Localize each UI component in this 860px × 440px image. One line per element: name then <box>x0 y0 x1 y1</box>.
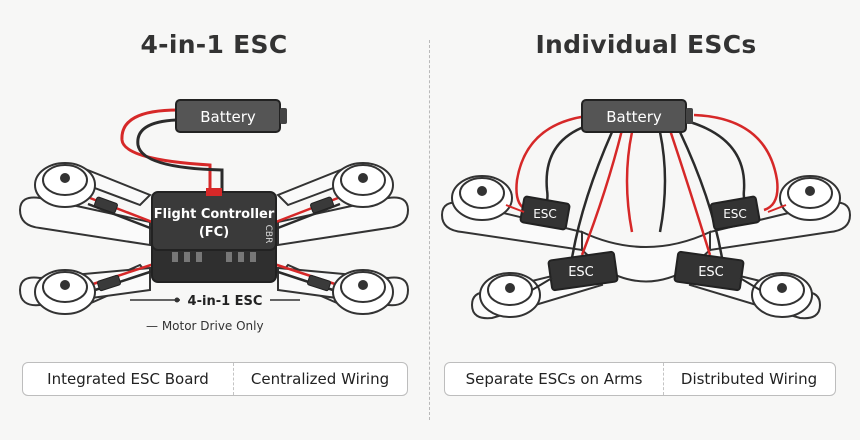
esc-front-left: ESC <box>519 195 571 231</box>
left-battery-leads <box>120 108 224 195</box>
esc-label-front-left: ESC <box>533 207 557 221</box>
left-board-stack: Flight Controller (FC) CBR <box>151 188 277 283</box>
tag-centralized-wiring: Centralized Wiring <box>233 363 406 395</box>
esc-label-rear-left: ESC <box>568 265 594 280</box>
esc-front-right: ESC <box>709 195 761 231</box>
motor-rear-left <box>34 269 96 315</box>
tag-separate-escs: Separate ESCs on Arms <box>465 370 643 388</box>
esc-label-rear-right: ESC <box>698 265 724 280</box>
right-battery: Battery <box>581 99 693 133</box>
tag-distributed-wiring: Distributed Wiring <box>663 363 834 395</box>
esc-callout-label: 4-in-1 ESC <box>188 294 263 309</box>
motor-front-left <box>451 175 513 221</box>
motor-rear-right <box>332 269 394 315</box>
esc-callout: 4-in-1 ESC — Motor Drive Only <box>130 292 300 333</box>
left-battery-label: Battery <box>200 108 256 126</box>
motor-front-right <box>332 162 394 208</box>
esc-rear-left: ESC <box>547 250 619 292</box>
left-battery: Battery <box>175 99 287 133</box>
individual-esc-diagram: Battery ESC <box>440 99 852 320</box>
right-panel: Individual ESCs Battery <box>432 0 860 440</box>
board-mark: CBR <box>263 225 273 244</box>
right-esc-boards: ESC ESC ESC ESC <box>519 195 761 292</box>
left-motors <box>34 162 394 315</box>
four-in-one-diagram: Battery Flight Controller (FC) CBR 4-in-… <box>18 99 410 333</box>
esc-label-front-right: ESC <box>723 207 747 221</box>
esc-rear-right: ESC <box>673 250 745 292</box>
motor-front-right <box>779 175 841 221</box>
right-motors <box>451 175 841 318</box>
left-panel: 4-in-1 ESC <box>0 0 428 440</box>
right-tagbar: Separate ESCs on Arms Distributed Wiring <box>444 362 836 396</box>
motor-rear-left <box>479 272 541 318</box>
left-title: 4-in-1 ESC <box>140 30 288 59</box>
motor-front-left <box>34 162 96 208</box>
tag-integrated-esc: Integrated ESC Board <box>47 370 209 388</box>
right-motor-leads <box>505 204 787 291</box>
left-arm-connectors <box>94 196 334 292</box>
fc-label-line1: Flight Controller <box>154 207 275 222</box>
right-battery-label: Battery <box>606 108 662 126</box>
panel-divider <box>429 40 430 420</box>
motor-rear-right <box>751 272 813 318</box>
right-title: Individual ESCs <box>535 30 757 59</box>
left-tagbar: Integrated ESC Board Centralized Wiring <box>22 362 408 396</box>
motor-drive-note: — Motor Drive Only <box>146 319 264 333</box>
fc-label-line2: (FC) <box>199 225 229 240</box>
